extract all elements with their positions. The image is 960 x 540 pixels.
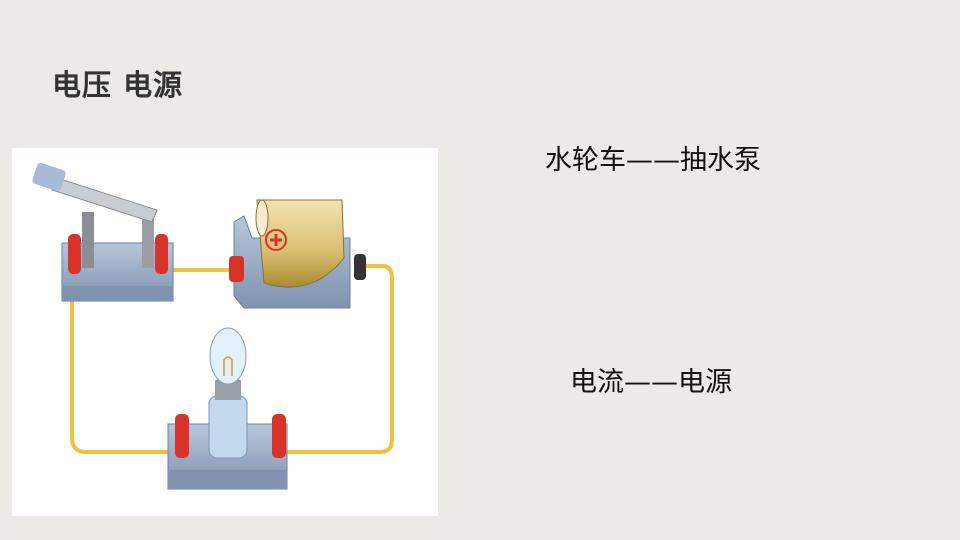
circuit-diagram: [12, 148, 438, 516]
analogy-waterwheel-pump: 水轮车——抽水泵: [545, 145, 761, 176]
battery-icon: [229, 199, 366, 309]
slide-title: 电压 电源: [52, 68, 184, 102]
switch-icon: [32, 162, 174, 302]
analogy-current-source: 电流——电源: [570, 367, 732, 398]
wire: [70, 264, 394, 454]
circuit-illustration: [32, 162, 394, 490]
light-bulb-icon: [167, 327, 288, 490]
